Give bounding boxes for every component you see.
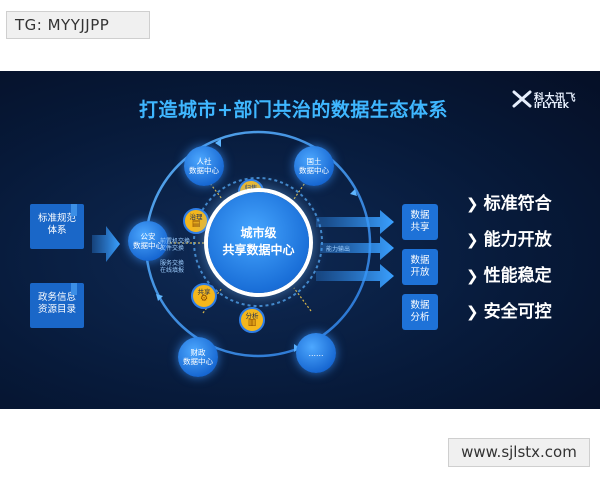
center-title-line2: 共享数据中心 <box>222 243 295 257</box>
bookmark-icon <box>71 204 77 216</box>
logo-text-cn: 科大讯飞 <box>534 93 576 104</box>
feature-list: ❯标准符合 ❯能力开放 ❯性能稳定 ❯安全可控 <box>466 189 552 333</box>
gear-icon: ⚙ <box>199 294 209 304</box>
city-shared-data-center: 城市级 共享数据中心 <box>208 192 309 293</box>
chevron-right-icon: ❯ <box>466 303 479 321</box>
flow-label-exchange-file: 前置机交换 文件交换 <box>160 238 191 252</box>
source-standards-label: 标准规范 体系 <box>37 213 76 236</box>
document-icon: ▤ <box>191 219 201 229</box>
output-data-analysis: 数据 分析 <box>402 294 438 330</box>
node-more: …… <box>296 333 336 373</box>
chart-icon: ▥ <box>247 318 257 328</box>
source-tag: TG: MYYJJPP <box>6 11 150 39</box>
output-arrows <box>316 210 394 288</box>
node-hr-data-center: 人社 数据中心 <box>184 146 224 186</box>
input-arrow <box>92 226 120 262</box>
inner-ring <box>193 177 323 307</box>
function-analyze: 分析 ▥ <box>239 307 265 333</box>
watermark: www.sjlstx.com <box>448 438 590 467</box>
logo-text-en: iFLYTEK <box>534 101 569 110</box>
function-govern-label: 治理 <box>189 213 203 221</box>
iflytek-mark-icon <box>512 90 532 108</box>
node-land-data-center: 国土 数据中心 <box>294 146 334 186</box>
ring-arrow-right <box>350 189 357 196</box>
flow-label-output: 能力输出 <box>326 246 351 253</box>
feature-item: ❯能力开放 <box>466 230 552 250</box>
slide-title: 打造城市+部门共治的数据生态体系 <box>139 99 448 121</box>
output-arrow-2 <box>320 236 394 260</box>
bookmark-icon <box>71 283 77 295</box>
source-catalog-label: 政务信息 资源目录 <box>37 292 76 315</box>
feature-item: ❯安全可控 <box>466 302 552 322</box>
ring-arrow-left <box>156 294 163 301</box>
function-analyze-label: 分析 <box>245 312 259 320</box>
function-share: 共享 ⚙ <box>191 283 217 309</box>
diagram-slide: 打造城市+部门共治的数据生态体系 科大讯飞 iFLYTEK 标准规范 体系 政务… <box>0 71 600 409</box>
chevron-right-icon: ❯ <box>466 195 479 213</box>
ring-arrow-top <box>215 139 221 147</box>
function-govern: 治理 ▤ <box>183 208 209 234</box>
node-police-data-center: 公安 数据中心 <box>128 221 168 261</box>
node-finance-data-center: 财政 数据中心 <box>178 337 218 377</box>
chevron-right-icon: ❯ <box>466 231 479 249</box>
flow-label-exchange-service: 服务交换 在线填报 <box>160 260 185 274</box>
source-catalog: 政务信息 资源目录 <box>30 283 84 328</box>
function-collect-label: 归集 <box>244 184 258 192</box>
flow-lines <box>92 130 394 358</box>
chevron-right-icon: ❯ <box>466 267 479 285</box>
iflytek-logo: 科大讯飞 iFLYTEK <box>512 88 582 112</box>
function-share-label: 共享 <box>197 288 211 296</box>
feature-item: ❯性能稳定 <box>466 266 552 286</box>
output-data-opening: 数据 开放 <box>402 249 438 285</box>
feature-item: ❯标准符合 <box>466 194 552 214</box>
output-arrow-1 <box>316 210 394 234</box>
output-data-sharing: 数据 共享 <box>402 204 438 240</box>
output-arrow-3 <box>316 264 394 288</box>
source-standards: 标准规范 体系 <box>30 204 84 249</box>
center-title-line1: 城市级 <box>240 226 277 240</box>
